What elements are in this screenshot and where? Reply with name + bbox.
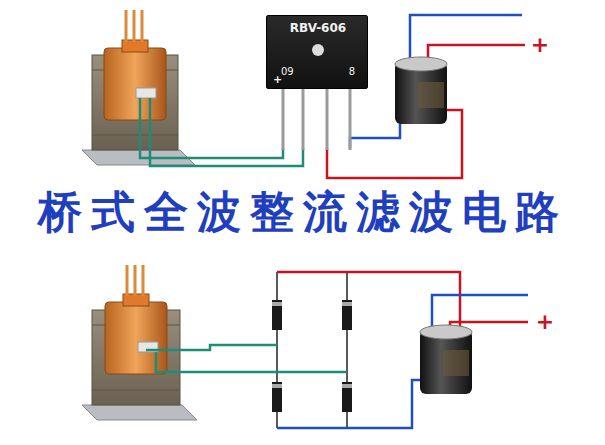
polarity-sign: +	[531, 34, 549, 56]
transformer	[82, 10, 195, 165]
capacitor	[420, 325, 472, 394]
wiring	[140, 15, 525, 178]
bridge-pins	[283, 85, 350, 150]
bridge-rectifier: RBV-606 09 8 +	[266, 15, 368, 89]
part-marking: RBV-606	[267, 22, 369, 35]
part-marking: +	[273, 74, 287, 86]
capacitor	[395, 57, 447, 124]
wiring	[146, 272, 528, 428]
diode	[272, 300, 352, 412]
polarity-sign: +	[536, 311, 554, 333]
part-marking: 8	[325, 66, 355, 77]
part-marking: 09	[281, 66, 311, 77]
mounting-hole	[312, 44, 324, 56]
transformer	[82, 265, 197, 420]
diagram-title: 桥式全波整流滤波电路	[0, 188, 605, 236]
